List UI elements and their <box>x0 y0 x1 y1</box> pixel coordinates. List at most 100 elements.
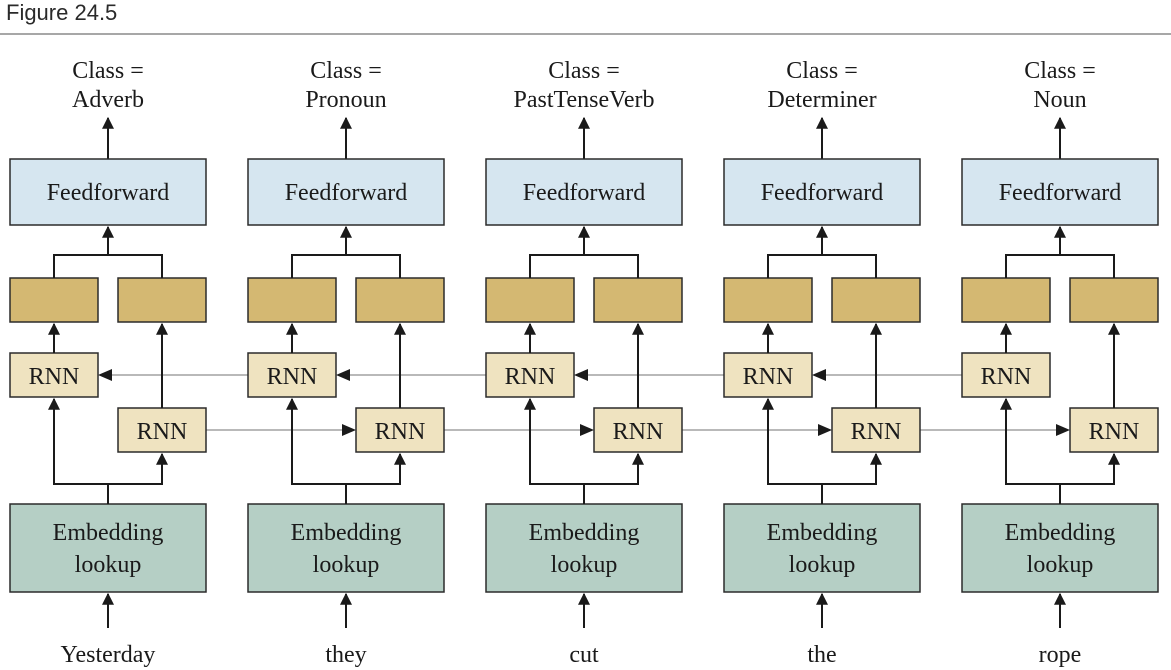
class-prefix-label: Class = <box>1024 58 1096 84</box>
forward-rnn-label: RNN <box>375 419 426 445</box>
feedforward-box <box>247 158 445 226</box>
feedforward-box <box>723 158 921 226</box>
feedforward-box <box>485 158 683 226</box>
forward-rnn-label: RNN <box>137 419 188 445</box>
forward-output-box <box>117 277 207 323</box>
backward-rnn-label: RNN <box>981 364 1032 390</box>
feedforward-label: Feedforward <box>999 180 1122 206</box>
forward-recurrent-arrowhead <box>818 424 832 436</box>
class-prefix-label: Class = <box>786 58 858 84</box>
backward-rnn-box <box>723 352 813 398</box>
class-label: Determiner <box>767 87 876 113</box>
class-label: Pronoun <box>305 87 386 113</box>
embedding-to-forward-rnn-arrow <box>584 452 644 485</box>
class-label: PastTenseVerb <box>514 87 655 113</box>
embedding-label-line2: lookup <box>551 552 618 578</box>
forward-rnn-box <box>593 407 683 453</box>
class-label: Noun <box>1033 87 1086 113</box>
backward-recurrent-arrowhead <box>574 369 588 381</box>
forward-recurrent-arrowhead <box>1056 424 1070 436</box>
class-prefix-label: Class = <box>310 58 382 84</box>
input-word: they <box>325 642 366 668</box>
embedding-to-forward-rnn-arrow <box>822 452 882 485</box>
feedforward-label: Feedforward <box>761 180 884 206</box>
input-word: cut <box>569 642 599 668</box>
backward-rnn-label: RNN <box>267 364 318 390</box>
feedforward-label: Feedforward <box>523 180 646 206</box>
column-3: Class =PastTenseVerbFeedforwardRNNRNNEmb… <box>485 58 683 668</box>
embedding-label-line1: Embedding <box>53 520 164 546</box>
embedding-label-line1: Embedding <box>529 520 640 546</box>
backward-rnn-label: RNN <box>743 364 794 390</box>
input-word: rope <box>1039 642 1082 668</box>
backward-rnn-label: RNN <box>505 364 556 390</box>
backward-recurrent-arrowhead <box>336 369 350 381</box>
output-merge-bracket <box>291 254 401 278</box>
embedding-to-backward-rnn-arrow <box>48 397 108 485</box>
embedding-to-backward-rnn-arrow <box>524 397 584 485</box>
embedding-to-backward-rnn-arrow <box>762 397 822 485</box>
output-merge-bracket <box>529 254 639 278</box>
embedding-label-line1: Embedding <box>291 520 402 546</box>
output-merge-bracket <box>767 254 877 278</box>
backward-rnn-box <box>9 352 99 398</box>
embedding-to-backward-rnn-arrow <box>286 397 346 485</box>
backward-recurrent-arrowhead <box>812 369 826 381</box>
input-word: the <box>807 642 836 668</box>
class-label: Adverb <box>72 87 144 113</box>
embedding-to-forward-rnn-arrow <box>108 452 168 485</box>
embedding-label-line1: Embedding <box>1005 520 1116 546</box>
forward-recurrent-arrowhead <box>580 424 594 436</box>
embedding-box <box>485 503 683 593</box>
embedding-box <box>247 503 445 593</box>
class-prefix-label: Class = <box>548 58 620 84</box>
backward-recurrent-arrowhead <box>98 369 112 381</box>
backward-output-box <box>247 277 337 323</box>
backward-rnn-box <box>961 352 1051 398</box>
feedforward-label: Feedforward <box>285 180 408 206</box>
class-prefix-label: Class = <box>72 58 144 84</box>
embedding-box <box>723 503 921 593</box>
input-word: Yesterday <box>61 642 156 668</box>
feedforward-box <box>961 158 1159 226</box>
embedding-label-line2: lookup <box>75 552 142 578</box>
forward-recurrent-arrowhead <box>342 424 356 436</box>
feedforward-label: Feedforward <box>47 180 170 206</box>
feedforward-box <box>9 158 207 226</box>
forward-output-box <box>831 277 921 323</box>
forward-rnn-box <box>831 407 921 453</box>
embedding-label-line1: Embedding <box>767 520 878 546</box>
backward-output-box <box>723 277 813 323</box>
forward-rnn-label: RNN <box>1089 419 1140 445</box>
forward-rnn-box <box>117 407 207 453</box>
embedding-label-line2: lookup <box>789 552 856 578</box>
forward-output-box <box>1069 277 1159 323</box>
embedding-label-line2: lookup <box>313 552 380 578</box>
embedding-to-forward-rnn-arrow <box>346 452 406 485</box>
output-merge-bracket <box>53 254 163 278</box>
forward-output-box <box>593 277 683 323</box>
backward-rnn-box <box>247 352 337 398</box>
backward-output-box <box>9 277 99 323</box>
embedding-box <box>961 503 1159 593</box>
embedding-box <box>9 503 207 593</box>
forward-rnn-label: RNN <box>851 419 902 445</box>
embedding-to-backward-rnn-arrow <box>1000 397 1060 485</box>
backward-output-box <box>485 277 575 323</box>
figure-caption: Figure 24.5 <box>6 0 117 25</box>
backward-rnn-box <box>485 352 575 398</box>
forward-rnn-box <box>1069 407 1159 453</box>
output-merge-bracket <box>1005 254 1115 278</box>
forward-output-box <box>355 277 445 323</box>
forward-rnn-box <box>355 407 445 453</box>
embedding-to-forward-rnn-arrow <box>1060 452 1120 485</box>
embedding-label-line2: lookup <box>1027 552 1094 578</box>
backward-output-box <box>961 277 1051 323</box>
backward-rnn-label: RNN <box>29 364 80 390</box>
